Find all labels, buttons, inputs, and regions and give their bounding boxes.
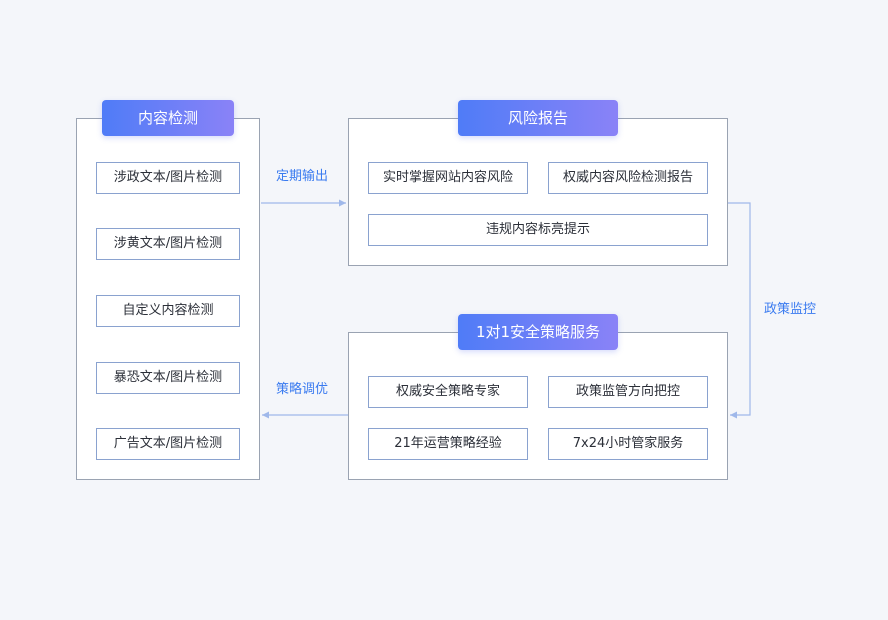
- content-detection-item-terrorism: 暴恐文本/图片检测: [96, 362, 240, 394]
- content-detection-item-pornography: 涉黄文本/图片检测: [96, 228, 240, 260]
- content-detection-title: 内容检测: [102, 100, 234, 136]
- content-detection-item-political: 涉政文本/图片检测: [96, 162, 240, 194]
- risk-report-item-authoritative: 权威内容风险检测报告: [548, 162, 708, 194]
- content-detection-item-custom: 自定义内容检测: [96, 295, 240, 327]
- strategy-service-item-butler: 7x24小时管家服务: [548, 428, 708, 460]
- risk-report-item-realtime: 实时掌握网站内容风险: [368, 162, 528, 194]
- risk-report-title: 风险报告: [458, 100, 618, 136]
- label-strategy-tuning: 策略调优: [276, 382, 329, 397]
- strategy-service-title: 1对1安全策略服务: [458, 314, 618, 350]
- strategy-service-item-experts: 权威安全策略专家: [368, 376, 528, 408]
- risk-report-item-highlight: 违规内容标亮提示: [368, 214, 708, 246]
- connector-policy-monitoring: [728, 202, 751, 419]
- strategy-service-item-experience: 21年运营策略经验: [368, 428, 528, 460]
- label-policy-monitoring: 政策监控: [764, 302, 817, 317]
- label-scheduled-output: 定期输出: [276, 169, 329, 184]
- strategy-service-item-policy-direction: 政策监管方向把控: [548, 376, 708, 408]
- content-detection-item-advertising: 广告文本/图片检测: [96, 428, 240, 460]
